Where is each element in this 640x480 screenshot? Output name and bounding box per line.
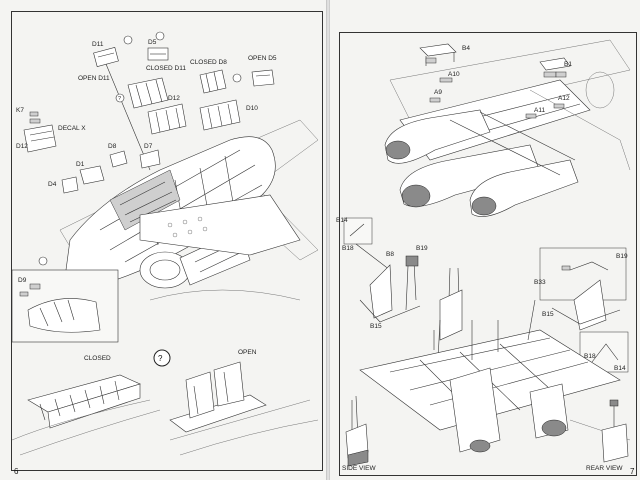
part-a12 (553, 103, 565, 109)
label-d8: D8 (108, 143, 117, 150)
part-d7 (139, 149, 161, 169)
label-closed-canopy: CLOSED (84, 355, 111, 362)
label-decal-x: DECAL X (58, 125, 86, 132)
label-b19-mid: B19 (416, 245, 428, 252)
label-b19-right: B19 (616, 253, 628, 260)
label-b8: B8 (386, 251, 394, 258)
detail-marker (38, 256, 48, 266)
instruction-page-right: B4 B1 A10 A9 A11 A12 (330, 0, 640, 480)
part-bubble-small (123, 35, 133, 45)
label-a11: A11 (534, 107, 545, 114)
label-b1: B1 (564, 61, 572, 68)
page-frame (11, 11, 323, 471)
label-a12: A12 (558, 95, 570, 102)
label-d11-top: D11 (92, 41, 104, 48)
part-open-d5 (251, 69, 275, 87)
part-closed-d11 (127, 77, 169, 109)
gear-rear-view (601, 399, 629, 463)
label-b4: B4 (462, 45, 470, 52)
part-d1 (79, 165, 105, 185)
part-k7-decal (23, 111, 57, 153)
label-d12-mid: D12 (168, 95, 180, 102)
part-d11-top (93, 47, 151, 171)
label-d9: D9 (18, 277, 27, 284)
question-circle (115, 93, 125, 103)
label-d5-top: D5 (148, 39, 157, 46)
assembly-diagram-right: B4 B1 A10 A9 A11 A12 (336, 39, 635, 476)
part-a10 (439, 77, 453, 83)
label-b33: B33 (534, 279, 546, 286)
label-closed-d11: CLOSED D11 (146, 65, 186, 72)
label-d1: D1 (76, 161, 85, 168)
part-bubble-small (155, 31, 165, 41)
label-open-canopy: OPEN (238, 349, 257, 356)
question-mark-small: ? (118, 96, 121, 102)
page-frame (339, 32, 637, 476)
label-d7: D7 (144, 143, 153, 150)
part-d10 (199, 99, 241, 131)
instruction-page-left: D11 D5 CLOSED D11 OPEN D11 ? (0, 0, 326, 480)
label-d10: D10 (246, 105, 258, 112)
inset-gear-left (343, 217, 421, 323)
label-a9: A9 (434, 89, 442, 96)
label-k7: K7 (16, 107, 24, 114)
gear-struts-center (433, 267, 463, 361)
label-a10: A10 (448, 71, 460, 78)
gear-side-view (345, 395, 369, 467)
part-a11 (525, 113, 537, 119)
aircraft-lower-drawing (359, 299, 631, 453)
assembly-diagram-left: D11 D5 CLOSED D11 OPEN D11 ? (11, 31, 319, 476)
label-b15-left: B15 (370, 323, 382, 330)
question-circle (232, 73, 242, 83)
label-closed-d8: CLOSED D8 (190, 59, 227, 66)
label-side-view: SIDE VIEW (342, 465, 376, 472)
label-rear-view: REAR VIEW (586, 465, 623, 472)
fuselage-drawing (65, 136, 301, 289)
label-open-d11: OPEN D11 (78, 75, 110, 82)
label-b18-left: B18 (342, 245, 354, 252)
question-badge (153, 349, 171, 367)
label-d4: D4 (48, 181, 57, 188)
canopy-closed-drawing (11, 374, 161, 456)
part-closed-d8 (199, 69, 227, 94)
label-b18-right: B18 (584, 353, 596, 360)
label-b14-right: B14 (614, 365, 626, 372)
canopy-open-drawing (169, 361, 319, 456)
page-number-left: 6 (14, 467, 19, 476)
part-d4 (61, 176, 79, 194)
inset-d9 (11, 269, 119, 343)
label-open-d5: OPEN D5 (248, 55, 277, 62)
part-d8 (109, 150, 128, 168)
label-b15-right: B15 (542, 311, 554, 318)
label-d12-left: D12 (16, 143, 28, 150)
page-number-right: 7 (630, 467, 635, 476)
label-b14-left: B14 (336, 217, 348, 224)
part-d5-top (147, 47, 169, 61)
part-b1 (539, 57, 571, 78)
part-b4 (419, 43, 457, 66)
page-gutter (326, 0, 330, 480)
aircraft-upper-drawing (384, 39, 631, 217)
part-d12-mid (147, 103, 187, 135)
question-mark: ? (158, 354, 163, 363)
part-a9 (429, 97, 441, 103)
